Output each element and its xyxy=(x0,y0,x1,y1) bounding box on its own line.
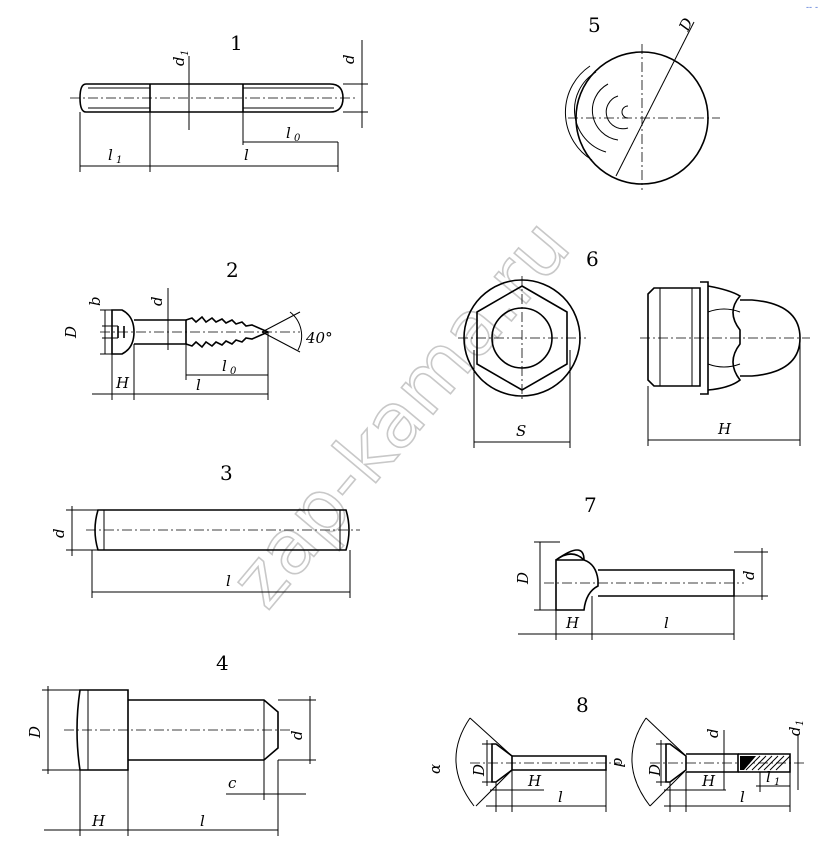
figure-5-number: 5 xyxy=(588,13,601,37)
fig7-label-l: l xyxy=(664,614,669,632)
figure-3-pin: 3 d l xyxy=(50,461,360,598)
fig8-label-l2: l xyxy=(740,788,745,806)
figure-5-spherical-end: 5 D xyxy=(564,13,720,190)
figure-7-button-pin: 7 D d H l xyxy=(514,493,768,640)
fig8-label-H: H xyxy=(527,772,542,790)
fig2-label-b: b xyxy=(86,296,104,306)
fig4-label-H: H xyxy=(91,812,106,830)
figure-4-headed-pin: 4 D d c H l xyxy=(26,651,316,836)
fig8-label-d2: d xyxy=(704,728,722,738)
corner-mark: -- - xyxy=(806,3,818,13)
fig1-label-d1-sub: 1 xyxy=(180,50,191,56)
fig8-label-d1: d xyxy=(786,726,804,736)
fig8-label-H2: H xyxy=(701,772,716,790)
fig4-label-c: c xyxy=(228,774,237,792)
fig2-label-angle: 40° xyxy=(305,329,333,347)
figure-8-number: 8 xyxy=(576,693,589,717)
fig3-label-l: l xyxy=(226,572,231,590)
fig2-label-H: H xyxy=(115,374,130,392)
watermark: zap-kama.ru xyxy=(213,202,587,624)
fig5-label-D: D xyxy=(675,15,697,34)
fig4-label-d: d xyxy=(288,730,306,740)
fig7-label-H: H xyxy=(565,614,580,632)
fig8-label-l1: l xyxy=(766,768,771,786)
fig1-label-l1: l xyxy=(108,146,113,164)
fig7-label-d: d xyxy=(740,570,758,580)
fig6-label-S: S xyxy=(516,422,526,440)
fig2-label-l0: l xyxy=(222,357,227,375)
fig2-label-d: d xyxy=(148,296,166,306)
figure-3-number: 3 xyxy=(220,461,233,485)
fig8-label-l: l xyxy=(558,788,563,806)
fig6-label-H: H xyxy=(717,420,732,438)
fig8-label-d: d xyxy=(610,758,628,768)
fig3-label-d: d xyxy=(50,528,68,538)
fig7-label-D: D xyxy=(514,572,532,585)
fig4-label-l: l xyxy=(200,812,205,830)
figure-6-nut-ball: 6 S H xyxy=(458,247,810,448)
figure-1-stud: 1 d 1 d l 0 l 1 l xyxy=(70,31,368,172)
fig1-label-d1: d xyxy=(170,56,188,66)
fig2-label-D: D xyxy=(62,326,80,339)
figure-7-number: 7 xyxy=(584,493,597,517)
fig1-label-d: d xyxy=(340,54,358,64)
fig8-label-D2: D xyxy=(646,764,664,777)
fig4-label-D: D xyxy=(26,726,44,739)
figure-1-number: 1 xyxy=(230,31,243,55)
figure-2-number: 2 xyxy=(226,258,239,282)
fig1-label-l: l xyxy=(244,146,249,164)
fig1-label-l1-sub: 1 xyxy=(116,155,122,166)
fig1-label-l0-sub: 0 xyxy=(294,133,301,144)
fig8-label-D: D xyxy=(470,764,488,777)
fig1-label-l0: l xyxy=(286,124,291,142)
fig2-label-l: l xyxy=(196,376,201,394)
figure-8-countersunk-pins: 8 D α d H l D xyxy=(426,693,806,812)
fig8-label-l1-sub: 1 xyxy=(774,777,780,788)
figure-6-number: 6 xyxy=(586,247,599,271)
fig8-label-alpha: α xyxy=(426,764,444,774)
figure-2-screw: 2 40° D b d l 0 H l xyxy=(62,258,333,400)
fig8-label-d1-sub: 1 xyxy=(795,720,806,726)
figure-4-number: 4 xyxy=(216,651,229,675)
fig2-label-l0-sub: 0 xyxy=(230,366,237,377)
